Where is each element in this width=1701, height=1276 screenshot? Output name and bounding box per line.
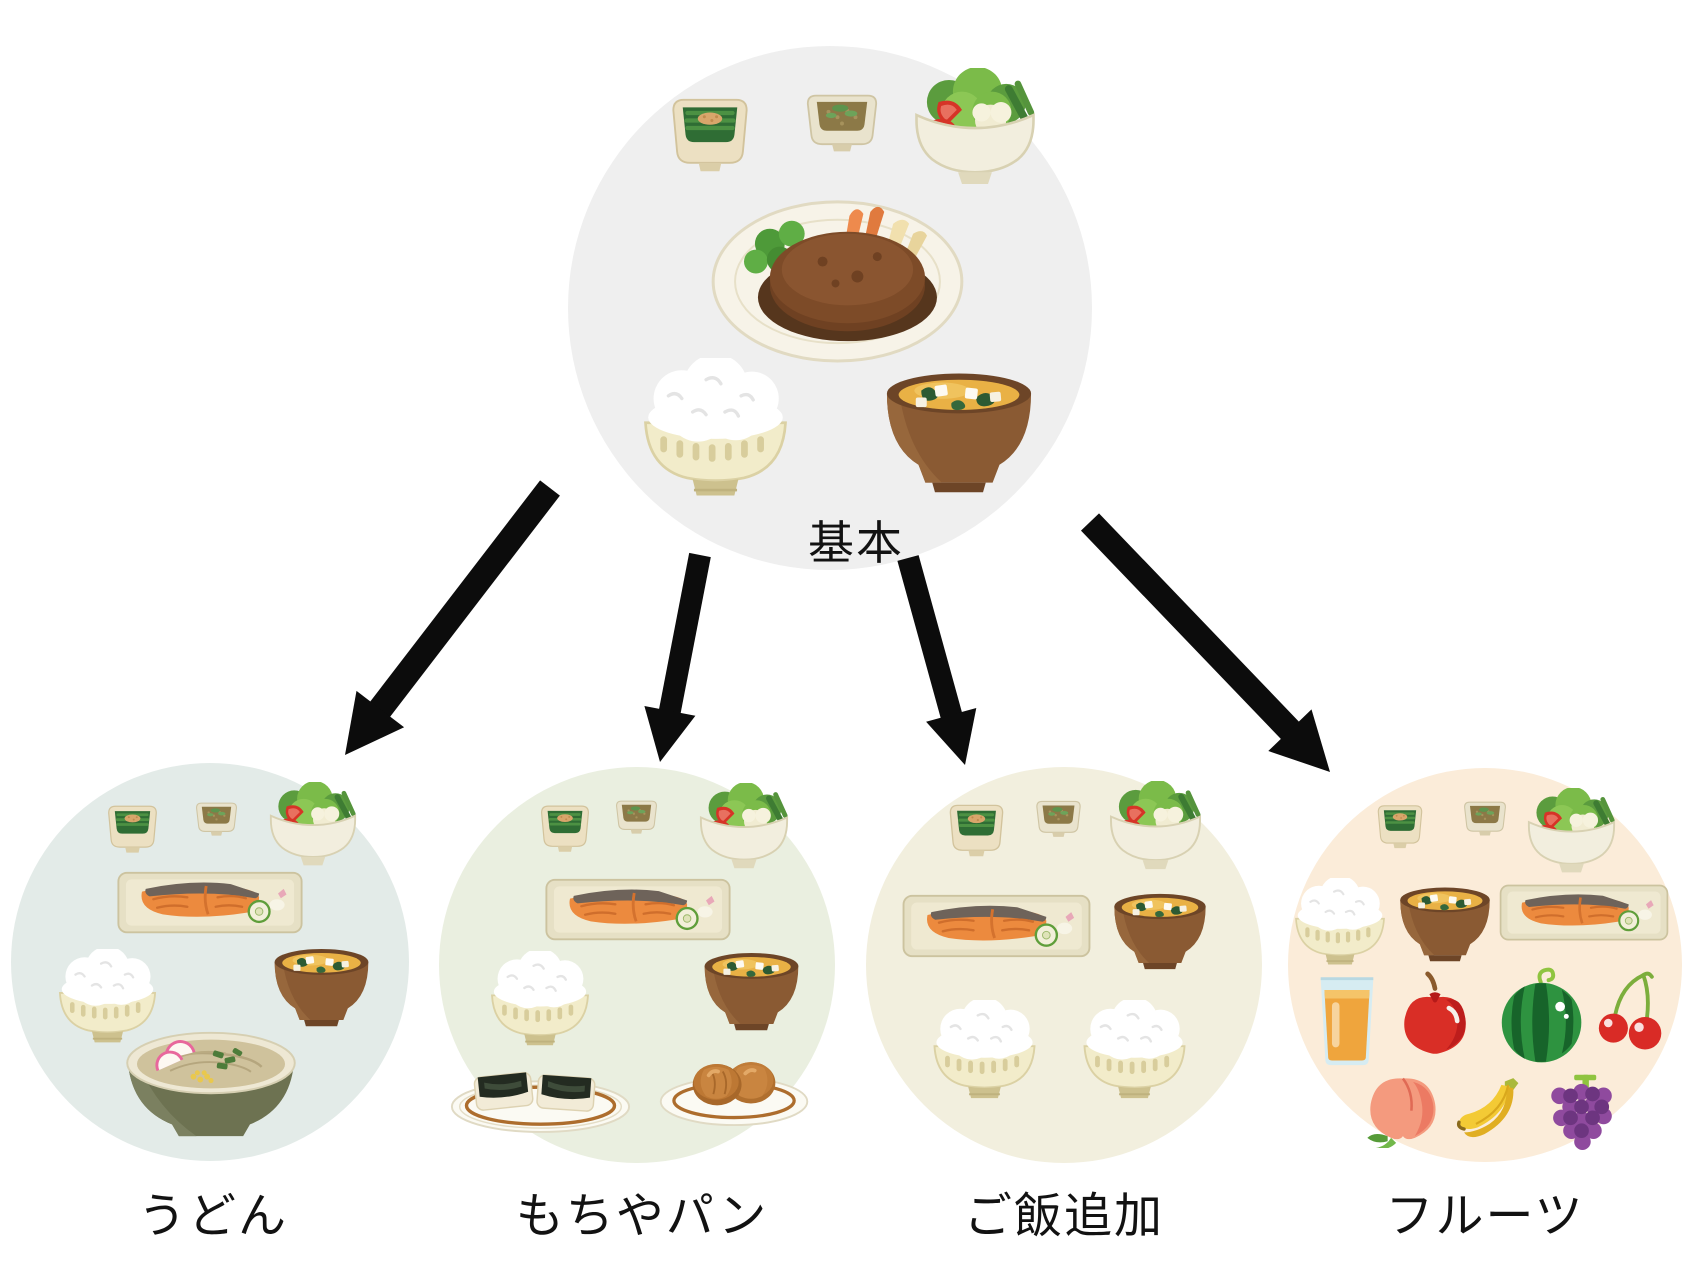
greens-side-dish-icon [540, 804, 590, 854]
natto-side-dish-icon [1036, 800, 1081, 838]
natto-side-dish-icon [1464, 801, 1506, 837]
arrow-to-extra-rice [897, 555, 977, 765]
udon-meal-label: うどん [137, 1190, 289, 1243]
fruits-meal-label: フルーツ [1385, 1190, 1585, 1243]
hamburger-steak-plate-icon [711, 200, 964, 363]
arrow-to-mochi-bread [644, 552, 711, 762]
mochi-bread-meal-label: もちやパン [515, 1190, 769, 1243]
greens-side-dish-icon [948, 803, 1005, 858]
grilled-salmon-tray-icon [902, 894, 1091, 958]
natto-side-dish-icon [806, 94, 878, 153]
natto-side-dish-icon [196, 802, 237, 837]
grilled-salmon-tray-icon [1499, 884, 1669, 941]
natto-side-dish-icon [616, 800, 657, 835]
base-meal-label: 基本 [808, 517, 904, 569]
greens-side-dish-icon [107, 804, 158, 854]
grilled-salmon-tray-icon [116, 871, 304, 934]
greens-side-dish-icon [1377, 804, 1423, 850]
greens-side-dish-icon [673, 100, 746, 171]
extra-rice-meal-label: ご飯追加 [963, 1190, 1165, 1243]
fruits-meal-circle [1288, 768, 1682, 1162]
grilled-salmon-tray-icon [544, 878, 732, 941]
orange-juice-icon [1319, 977, 1375, 1067]
arrow-to-fruits [1080, 513, 1330, 772]
arrow-to-udon [345, 480, 560, 755]
